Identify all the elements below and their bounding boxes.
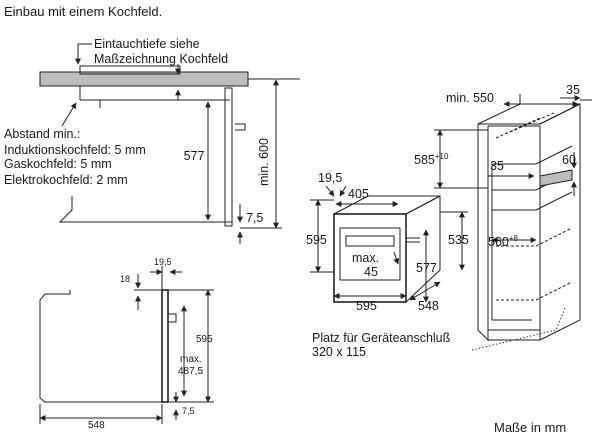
heading: Einbau mit einem Kochfeld. xyxy=(4,4,162,19)
dim-60: 60 xyxy=(562,153,576,167)
dim-35-top: 35 xyxy=(566,83,580,97)
oven-perspective-diagram: 19,5 405 595 max. 45 577 535 595 548 xyxy=(306,171,469,313)
oven-front xyxy=(333,213,407,303)
units-label: Maße in mm xyxy=(494,420,566,435)
dim-595-oven-v: 595 xyxy=(306,233,327,247)
dim-560: 560+8 xyxy=(488,234,519,249)
dim-max-oven: max. xyxy=(352,251,379,265)
dim-577-top: 577 xyxy=(184,149,205,163)
dim-35-mid: 35 xyxy=(490,159,504,173)
note-eintauch-line2: Maßzeichnung Kochfeld xyxy=(94,52,228,66)
platz-line2: 320 x 115 xyxy=(312,345,366,359)
dim-595-bottom: 595 xyxy=(196,334,213,345)
dim-18: 18 xyxy=(120,274,130,284)
dim-min550: min. 550 xyxy=(446,91,494,105)
bottom-side-diagram: 19,5 18 595 max. 487,5 548 7,5 xyxy=(39,257,214,431)
abstand-title: Abstand min.: xyxy=(4,127,80,141)
dim-195-oven: 19,5 xyxy=(318,171,342,185)
dim-548-bottom: 548 xyxy=(88,420,105,431)
dim-577-oven: 577 xyxy=(416,261,437,275)
dim-195-bottom: 19,5 xyxy=(154,257,172,267)
top-section-diagram: Eintauchtiefe siehe Maßzeichnung Kochfel… xyxy=(39,37,300,244)
dim-535: 535 xyxy=(448,233,469,247)
dim-4875: 487,5 xyxy=(178,366,203,377)
dim-75-bottom: 7,5 xyxy=(182,406,195,416)
dim-75-top: 7,5 xyxy=(246,211,263,225)
dim-595-oven-h: 595 xyxy=(356,299,377,313)
dim-548-oven: 548 xyxy=(418,299,439,313)
dim-45: 45 xyxy=(364,265,378,279)
dim-405: 405 xyxy=(348,187,369,201)
abstand-induktion: Induktionskochfeld: 5 mm xyxy=(4,143,146,157)
dim-585: 585+10 xyxy=(414,152,449,167)
note-eintauch-line1: Eintauchtiefe siehe xyxy=(94,37,200,51)
abstand-elektro: Elektrokochfeld: 2 mm xyxy=(4,173,128,187)
dim-min600: min. 600 xyxy=(257,138,271,186)
cabinet-diagram: min. 550 35 585+10 35 60 560+8 xyxy=(414,83,592,351)
dim-max-label: max. xyxy=(180,354,202,365)
abstand-gas: Gaskochfeld: 5 mm xyxy=(4,157,112,171)
platz-line1: Platz für Geräteanschluß xyxy=(312,331,451,345)
